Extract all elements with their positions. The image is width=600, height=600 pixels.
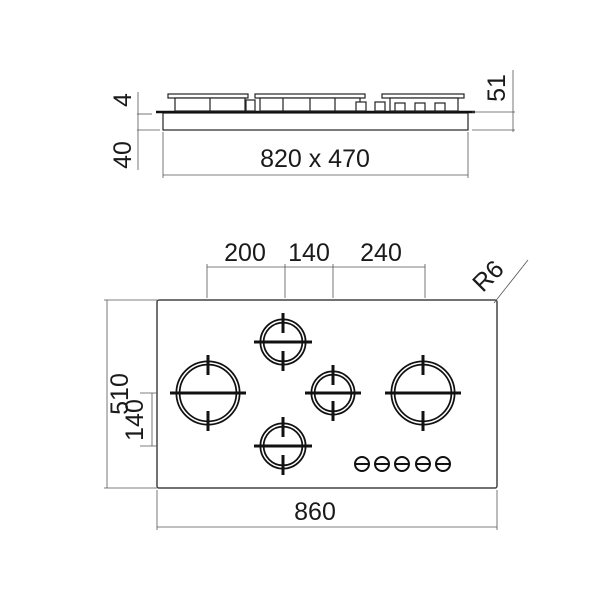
dim-burner-offset: 140 [121, 399, 149, 441]
knob [415, 456, 431, 472]
dim-spacing-2: 140 [288, 239, 330, 267]
side-view: 4 40 51 820 x 470 [109, 70, 515, 178]
burner [170, 355, 246, 431]
knob [394, 456, 410, 472]
knob [354, 456, 370, 472]
knob [374, 456, 390, 472]
cutout-dimensions: 820 x 470 [260, 145, 370, 173]
burner [385, 355, 461, 431]
burners [170, 313, 461, 475]
dim-spacing-3: 240 [360, 239, 402, 267]
grates-side [167, 93, 465, 112]
top-view: 200 140 240 R6 510 140 860 [104, 239, 529, 530]
dim-depth: 510 [106, 373, 134, 415]
burner [254, 313, 312, 371]
dim-width: 860 [294, 498, 336, 526]
dim-top-thickness: 4 [109, 93, 137, 107]
dim-spacing-1: 200 [224, 239, 266, 267]
control-knobs [354, 456, 451, 472]
burner [254, 417, 312, 475]
dim-total-height: 51 [483, 74, 511, 102]
burner [305, 365, 361, 421]
dim-body-depth: 40 [109, 141, 137, 169]
knob [435, 456, 451, 472]
hob-body-side [162, 112, 469, 131]
